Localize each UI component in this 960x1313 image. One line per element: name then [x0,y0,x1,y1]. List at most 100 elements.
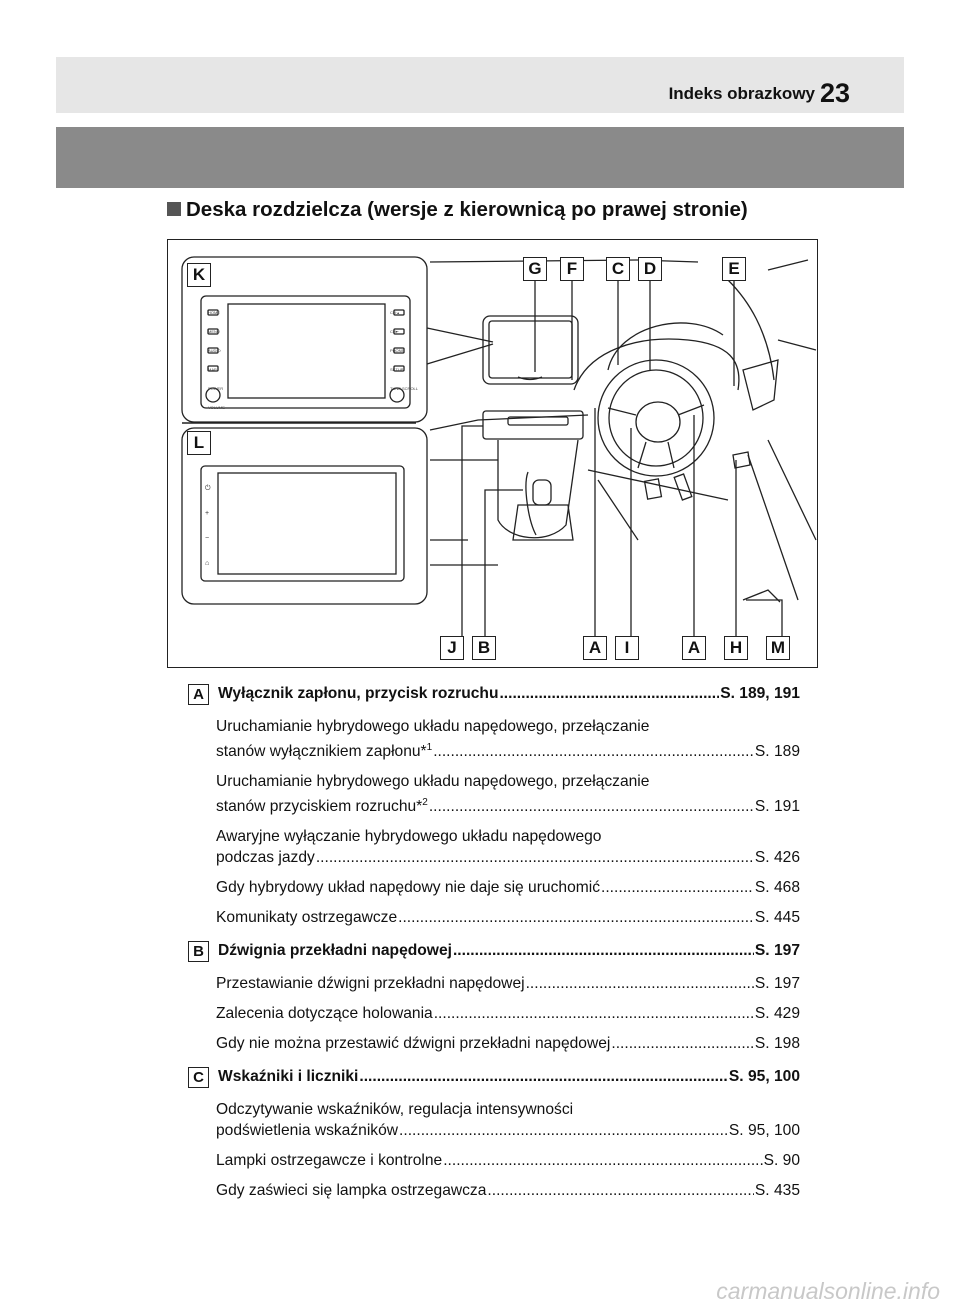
entry-page-ref: S. 95, 100 [728,1068,800,1085]
sub-item-label: Zalecenia dotyczące holowania [216,1005,433,1022]
button-label-setup: SETUP [390,367,404,372]
subheading-text: Deska rozdzielcza (wersje z kierownicą p… [186,198,748,221]
sub-item-text: Zalecenia dotyczące holowania [216,1003,433,1024]
volume-up-icon: + [205,510,210,517]
climate-panel [482,410,584,440]
dashboard-illustration: K L G F C D E J B A I A H M HOME MENU AU… [167,239,818,668]
display-unit-outline [200,465,405,582]
entry-letter: C [188,1067,209,1088]
panel-k-left-labels: HOME MENU AUDIO MAP POWER VOLUME [208,303,238,417]
callout-m: M [766,636,790,660]
dashboard-drawing [181,256,817,648]
sub-item-page-ref: S. 197 [754,975,800,992]
sub-item: Komunikaty ostrzegawcze S. 445 [216,907,800,928]
sub-item-row: stanów wyłącznikiem zapłonu*1S. 189 [216,737,800,762]
sub-item-row: podczas jazdy S. 426 [216,847,800,868]
shift-lever [525,471,537,536]
watermark: carmanualsonline.info [716,1278,940,1304]
button-label-home: HOME [208,310,220,315]
sub-item-label: Gdy hybrydowy układ napędowy nie daje si… [216,879,600,896]
callout-b: B [472,636,496,660]
callout-c: C [606,257,630,281]
dot-leader [429,796,754,817]
callout-k: K [187,263,211,287]
entry-title: Wyłącznik zapłonu, przycisk rozruchu [218,685,499,702]
dot-leader [611,1033,754,1054]
audio-unit-screen [227,303,386,399]
entry-heading: B Dźwignia przekładni napędowej S. 197 [188,940,800,964]
sub-item-label: Komunikaty ostrzegawcze [216,909,398,926]
sub-item-row: Komunikaty ostrzegawcze S. 445 [216,907,800,928]
sub-item-label: podświetlenia wskaźników [216,1122,399,1139]
sub-item-text: Lampki ostrzegawcze i kontrolne [216,1150,442,1171]
button-label-ch-up: CH·▴ [390,310,400,315]
page-number: 23 [819,78,850,108]
callout-j: J [440,636,464,660]
dot-leader [399,1120,728,1141]
sub-item-text-line: Awaryjne wyłączanie hybrydowego układu n… [216,828,602,845]
sub-item-page-ref: S. 198 [754,1035,800,1052]
sub-item: Gdy zaświeci się lampka ostrzegawczaS. 4… [216,1180,800,1201]
button-label-ch-down: CH▾· [390,329,400,334]
sub-item-label: Gdy nie można przestawić dźwigni przekła… [216,1035,611,1052]
panel-k-frame [181,256,428,423]
audio-unit-outline [200,295,411,409]
subheading: Deska rozdzielcza (wersje z kierownicą p… [167,198,748,222]
sub-item-text: stanów przyciskiem rozruchu*2 [216,792,428,817]
button-label-tune-scroll: TUNE SCROLL [390,386,419,391]
sub-item-row: Gdy nie można przestawić dźwigni przekła… [216,1033,800,1054]
sub-item: Przestawianie dźwigni przekładni napędow… [216,973,800,994]
sub-item-page-ref: S. 445 [754,909,800,926]
sub-item-row: Zalecenia dotyczące holowaniaS. 429 [216,1003,800,1024]
sub-item-text-line: Uruchamianie hybrydowego układu napędowe… [216,773,650,790]
dot-leader [316,847,754,868]
sub-item: Lampki ostrzegawcze i kontrolne S. 90 [216,1150,800,1171]
sub-item: Gdy hybrydowy układ napędowy nie daje si… [216,877,800,898]
panel-l-icons: ⏻ + − ⌂ [205,476,211,576]
entry-letter: B [188,941,209,962]
sub-item-row: Lampki ostrzegawcze i kontrolne S. 90 [216,1150,800,1171]
power-icon: ⏻ [205,485,211,492]
sub-item-page-ref: S. 90 [763,1152,800,1169]
footnote-marker: 1 [426,742,433,753]
sub-item: Awaryjne wyłączanie hybrydowego układu n… [216,826,800,868]
callout-g: G [523,257,547,281]
chapter-band [56,127,904,188]
entry-page-ref: S. 189, 191 [720,685,800,702]
button-label-map: MAP [208,367,217,372]
callout-d: D [638,257,662,281]
callout-a2: A [682,636,706,660]
header-band [56,57,904,113]
button-label-phone: PHONE [390,348,405,353]
callout-f: F [560,257,584,281]
sub-item-page-ref: S. 426 [754,849,800,866]
entry-title: Dźwignia przekładni napędowej [218,942,452,959]
sub-item-text: podczas jazdy [216,847,315,868]
sub-item-label: stanów przyciskiem rozruchu* [216,798,423,815]
sub-item-row: Gdy zaświeci się lampka ostrzegawczaS. 4… [216,1180,800,1201]
entry-heading-row: Wskaźniki i liczniki S. 95, 100 [218,1068,800,1086]
sub-item: Uruchamianie hybrydowego układu napędowe… [216,771,800,817]
entry-heading-row: Dźwignia przekładni napędowej S. 197 [218,942,800,960]
callout-h: H [724,636,748,660]
callout-a1: A [583,636,607,660]
sub-item: Uruchamianie hybrydowego układu napędowe… [216,716,800,762]
sub-item: Odczytywanie wskaźników, regulacja inten… [216,1099,800,1141]
entry-page-ref: S. 197 [754,942,800,959]
sub-item-row: Gdy hybrydowy układ napędowy nie daje si… [216,877,800,898]
entry-title: Wskaźniki i liczniki [218,1068,359,1085]
sub-item-text: stanów wyłącznikiem zapłonu*1 [216,737,432,762]
sub-item-label: Lampki ostrzegawcze i kontrolne [216,1152,443,1169]
sub-item-text: Gdy zaświeci się lampka ostrzegawcza [216,1180,486,1201]
button-label-menu: MENU [208,329,220,334]
sub-item-text: Gdy hybrydowy układ napędowy nie daje si… [216,877,600,898]
steering-wheel [597,359,715,477]
dot-leader [601,877,754,898]
sub-item: Zalecenia dotyczące holowaniaS. 429 [216,1003,800,1024]
callout-e: E [722,257,746,281]
volume-down-icon: − [205,535,210,542]
sub-item-row: stanów przyciskiem rozruchu*2S. 191 [216,792,800,817]
sub-item-text: Komunikaty ostrzegawcze [216,907,397,928]
sub-item-row: Przestawianie dźwigni przekładni napędow… [216,973,800,994]
